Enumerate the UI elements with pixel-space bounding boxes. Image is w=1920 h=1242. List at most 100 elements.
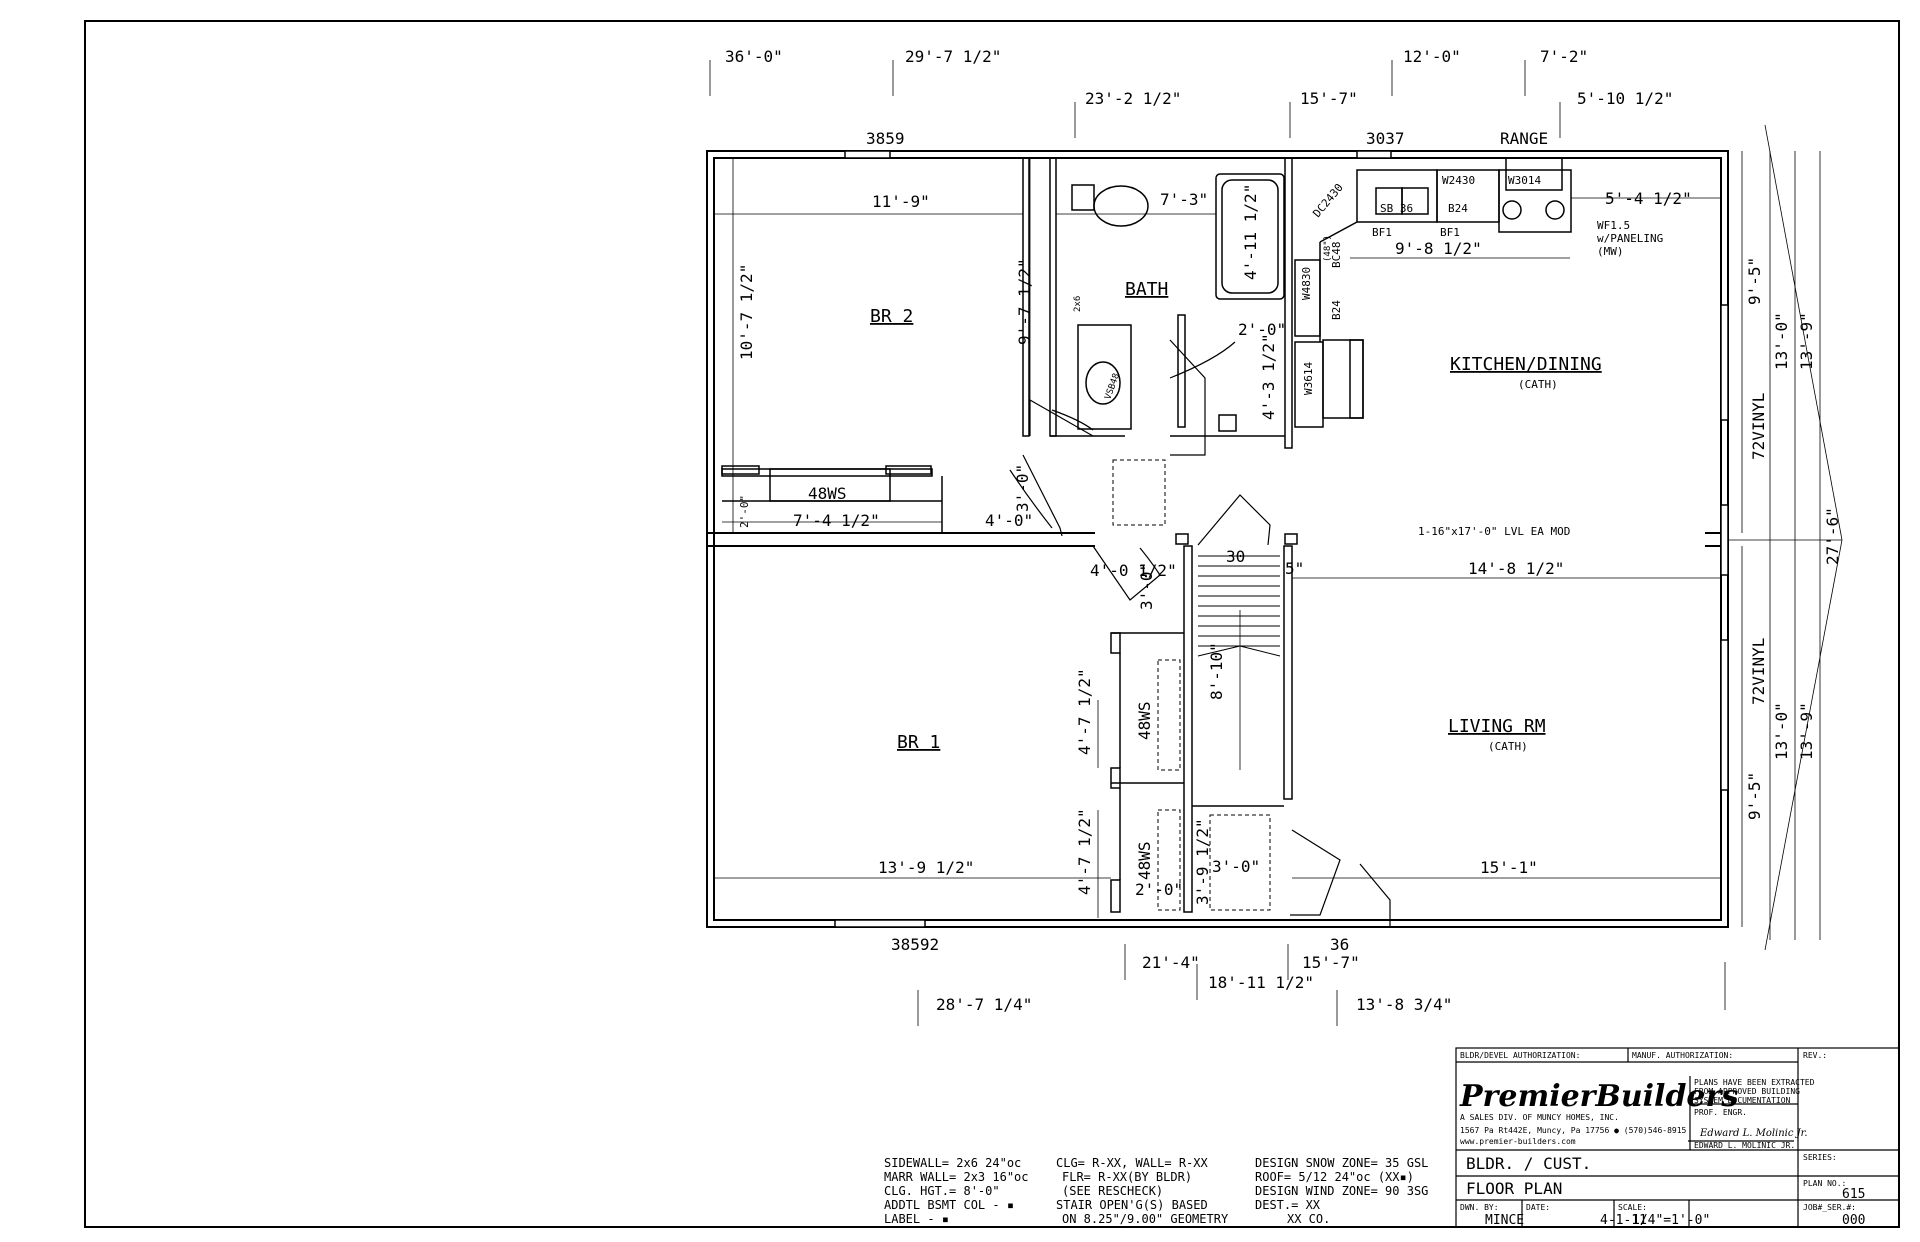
label-w4830: W4830 bbox=[1300, 267, 1313, 300]
tb-bldr-auth: BLDR/DEVEL AUTHORIZATION: bbox=[1460, 1051, 1580, 1060]
tb-manuf-auth: MANUF. AUTHORIZATION: bbox=[1632, 1051, 1733, 1060]
tb-rev: REV.: bbox=[1803, 1051, 1827, 1060]
title-block-text: BLDR/DEVEL AUTHORIZATION: MANUF. AUTHORI… bbox=[1459, 1051, 1865, 1228]
tb-plan-no-label: PLAN NO.: bbox=[1803, 1179, 1846, 1188]
dim-door-2: 3'-0" bbox=[1137, 562, 1156, 610]
note-stair: STAIR OPEN'G(S) BASED bbox=[1056, 1198, 1208, 1212]
label-range: RANGE bbox=[1500, 129, 1548, 148]
label-b24b: B24 bbox=[1330, 300, 1343, 320]
room-living-sub: (CATH) bbox=[1488, 740, 1528, 753]
dim-right-5: 9'-5" bbox=[1745, 772, 1764, 820]
dimension-labels: 36'-0" 29'-7 1/2" 23'-2 1/2" 15'-7" 12'-… bbox=[725, 47, 1842, 1014]
note-roof: ROOF= 5/12 24"oc (XX▪) bbox=[1255, 1170, 1414, 1184]
fixture-labels: RANGE W2430 W3014 DC2430 SB 36 B24 BF1 B… bbox=[808, 129, 1663, 880]
label-mw: (MW) bbox=[1597, 245, 1624, 258]
tb-date-label: DATE: bbox=[1526, 1203, 1550, 1212]
label-b24a: B24 bbox=[1448, 202, 1468, 215]
dim-top-6: 7'-2" bbox=[1540, 47, 1588, 66]
note-bsmt-col: ADDTL BSMT COL - ▪ bbox=[884, 1198, 1014, 1212]
exterior-walls bbox=[706, 150, 1729, 928]
room-bath: BATH bbox=[1125, 279, 1168, 300]
dim-cl2-w: 3'-0" bbox=[1212, 857, 1260, 876]
tb-dwn: MINCE bbox=[1485, 1213, 1524, 1228]
tb-extracted-3: SYSTEM DOCUMENTATION bbox=[1694, 1096, 1791, 1105]
dim-bottom-2: 18'-11 1/2" bbox=[1208, 973, 1314, 992]
note-geometry: ON 8.25"/9.00" GEOMETRY bbox=[1062, 1212, 1229, 1226]
dim-br1-closet-h2: 4'-7 1/2" bbox=[1075, 808, 1094, 895]
tb-extracted-2: FROM APPROVED BUILDING bbox=[1694, 1087, 1800, 1096]
label-paneling: w/PANELING bbox=[1597, 232, 1663, 245]
tb-scale-label: SCALE: bbox=[1618, 1203, 1647, 1212]
dim-top-2: 29'-7 1/2" bbox=[905, 47, 1001, 66]
tb-dwn-label: DWN. BY: bbox=[1460, 1203, 1499, 1212]
label-48ws-a: 48WS bbox=[808, 484, 847, 503]
label-w3614: W3614 bbox=[1302, 362, 1315, 395]
tb-scale: 1/4"=1'-0" bbox=[1632, 1213, 1710, 1228]
window-38592: 38592 bbox=[891, 935, 939, 954]
dim-right-3: 13'-9" bbox=[1797, 312, 1816, 370]
dim-hall-w: 4'-0" bbox=[985, 511, 1033, 530]
dim-tub: 4'-11 1/2" bbox=[1241, 184, 1260, 280]
br2-closet bbox=[721, 468, 943, 533]
note-clg: CLG= R-XX, WALL= R-XX bbox=[1056, 1156, 1208, 1170]
dim-hall: 4'-3 1/2" bbox=[1259, 333, 1278, 420]
tb-plan-no: 615 bbox=[1842, 1187, 1865, 1202]
label-2x6: 2x6 bbox=[1073, 296, 1083, 312]
room-labels: BR 2 BATH KITCHEN/DINING (CATH) BR 1 LIV… bbox=[870, 279, 1602, 753]
tb-brand-logo: PremierBuilders bbox=[1459, 1079, 1738, 1114]
label-48ws-b: 48WS bbox=[1135, 701, 1154, 740]
dimension-lines bbox=[709, 60, 1843, 1026]
note-snow: DESIGN SNOW ZONE= 35 GSL bbox=[1255, 1156, 1428, 1170]
tb-web: www.premier-builders.com bbox=[1460, 1137, 1576, 1146]
tb-series-label: SERIES: bbox=[1803, 1153, 1837, 1162]
tb-brand-sub: A SALES DIV. OF MUNCY HOMES, INC. bbox=[1460, 1113, 1619, 1122]
lvl-note: 1-16"x17'-0" LVL EA MOD bbox=[1418, 525, 1570, 538]
dim-br1-closet-h1: 4'-7 1/2" bbox=[1075, 668, 1094, 755]
dim-stair-h: 8'-10" bbox=[1207, 642, 1226, 700]
dim-br1-w: 13'-9 1/2" bbox=[878, 858, 974, 877]
dim-lr-w: 14'-8 1/2" bbox=[1468, 559, 1564, 578]
dim-bottom-1: 21'-4" bbox=[1142, 953, 1200, 972]
tb-engr-name: EDWARD L. MOLINIC JR. bbox=[1694, 1141, 1795, 1150]
note-wind: DESIGN WIND ZONE= 90 3SG bbox=[1255, 1184, 1428, 1198]
label-b48: (48") bbox=[1323, 235, 1333, 262]
note-marr-wall: MARR WALL= 2x3 16"oc bbox=[884, 1170, 1029, 1184]
label-sb36: SB 36 bbox=[1380, 202, 1413, 215]
tb-extracted-1: PLANS HAVE BEEN EXTRACTED bbox=[1694, 1078, 1815, 1087]
interior-dimension-labels: 11'-9" 10'-7 1/2" 9'-7 1/2" 7'-3" 4'-11 … bbox=[737, 184, 1692, 905]
dim-lr-w2: 15'-1" bbox=[1480, 858, 1538, 877]
dim-br2-h: 10'-7 1/2" bbox=[737, 264, 756, 360]
dim-bath-w: 7'-3" bbox=[1160, 190, 1208, 209]
note-rescheck: (SEE RESCHECK) bbox=[1062, 1184, 1163, 1198]
sheet-border bbox=[84, 20, 1900, 1228]
vinyl-2: 72VINYL bbox=[1749, 638, 1768, 705]
dim-closet-w: 7'-4 1/2" bbox=[793, 511, 880, 530]
label-48ws-c: 48WS bbox=[1135, 841, 1154, 880]
dim-k-w: 9'-8 1/2" bbox=[1395, 239, 1482, 258]
dim-cl-h: 3'-9 1/2" bbox=[1193, 818, 1212, 905]
dim-top-3: 23'-2 1/2" bbox=[1085, 89, 1181, 108]
door-36-label: 36 bbox=[1330, 935, 1349, 954]
note-dest: DEST.= XX bbox=[1255, 1198, 1321, 1212]
label-bf1b: BF1 bbox=[1440, 226, 1460, 239]
stairs bbox=[1112, 459, 1281, 911]
windows bbox=[834, 150, 1729, 928]
label-bf1a: BF1 bbox=[1372, 226, 1392, 239]
dim-bottom-3: 15'-7" bbox=[1302, 953, 1360, 972]
tb-date: 4-1-11 bbox=[1600, 1213, 1647, 1228]
window-3037: 3037 bbox=[1366, 129, 1405, 148]
dim-right-7: 13'-9" bbox=[1797, 702, 1816, 760]
title-block bbox=[1455, 1047, 1900, 1228]
interior-walls bbox=[721, 157, 1298, 913]
dim-bath-door: 2'-0" bbox=[1238, 320, 1286, 339]
dim-top-5: 12'-0" bbox=[1403, 47, 1461, 66]
room-kitchen: KITCHEN/DINING bbox=[1450, 354, 1602, 375]
window-3859: 3859 bbox=[866, 129, 905, 148]
dim-top-4: 15'-7" bbox=[1300, 89, 1358, 108]
label-bc48: BC48 bbox=[1330, 242, 1343, 269]
tb-prof-engr: PROF. ENGR. bbox=[1694, 1108, 1747, 1117]
label-dc2430: DC2430 bbox=[1310, 181, 1346, 220]
dim-door-1: 3'-0" bbox=[1013, 464, 1032, 512]
tb-customer: BLDR. / CUST. bbox=[1466, 1154, 1591, 1173]
tb-plan-title: FLOOR PLAN bbox=[1466, 1179, 1562, 1198]
